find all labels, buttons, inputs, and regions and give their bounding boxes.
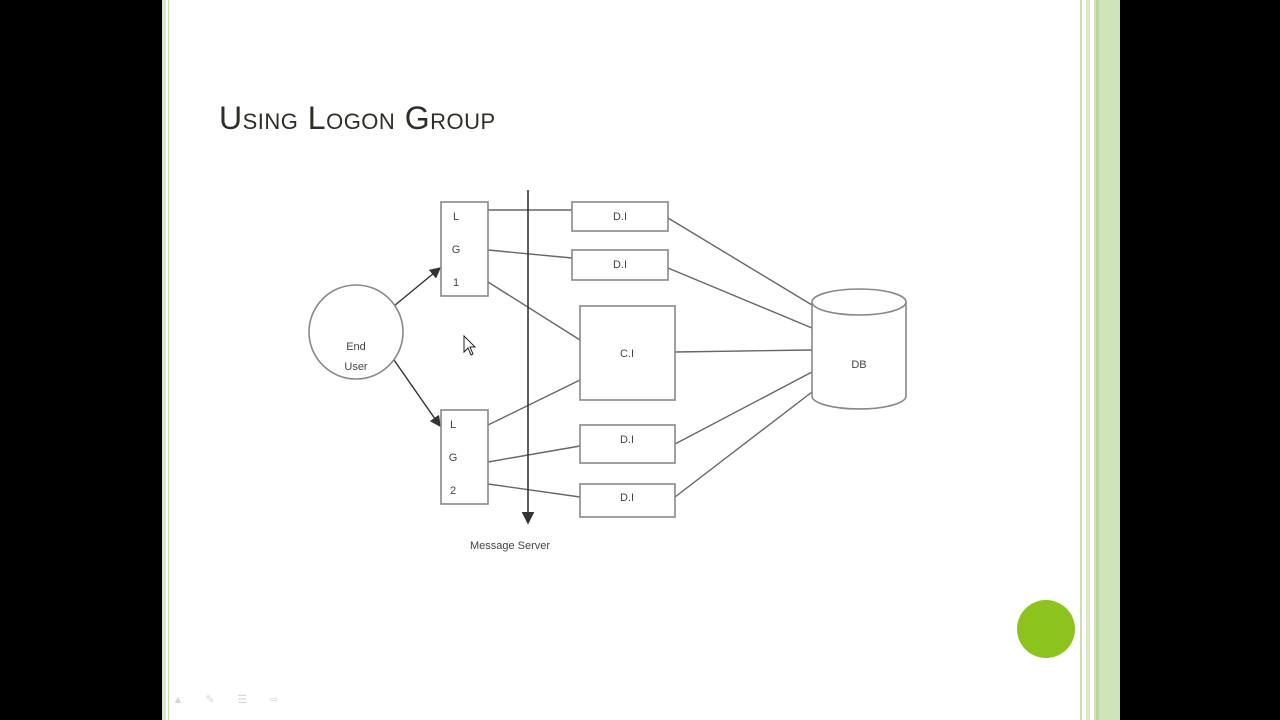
logon-group-2-number: 2 — [450, 485, 456, 497]
connector-di2-db — [667, 267, 813, 329]
logon-group-1-box — [440, 201, 489, 297]
pointer-icon[interactable]: ▲ — [172, 694, 184, 706]
dialog-instance-label: D.I — [620, 434, 634, 446]
logon-group-1-letter-g: G — [452, 244, 461, 256]
database-cylinder — [811, 288, 907, 410]
end-user-to-lg1-arrow — [393, 267, 442, 307]
connector-di4-db — [674, 391, 813, 498]
dialog-instance-box — [579, 424, 676, 464]
central-instance-box — [579, 305, 676, 401]
slide-right-stripe — [1086, 0, 1090, 720]
menu-icon[interactable]: ☰ — [237, 694, 247, 706]
slide-title: Using Logon Group — [219, 100, 496, 136]
connector-lg1-ci — [487, 281, 581, 341]
slide-right-stripe — [1096, 0, 1099, 720]
next-arrow-icon[interactable]: ⇨ — [269, 694, 279, 706]
dialog-instance-box — [571, 249, 669, 281]
presentation-toolbar: ▲ ✎ ☰ ⇨ — [170, 694, 282, 706]
connector-ci-db — [674, 349, 813, 353]
logon-group-2-box — [440, 409, 489, 505]
slide-left-border — [162, 0, 166, 720]
logon-group-2-letter-l: L — [450, 419, 456, 431]
logon-group-2-letter-g: G — [449, 452, 458, 464]
dialog-instance-label: D.I — [613, 259, 627, 271]
connector-lg2-ci — [487, 379, 581, 426]
mouse-pointer-icon — [463, 334, 477, 356]
end-user-to-lg2-arrow — [393, 359, 441, 428]
connector-di1-db — [667, 217, 813, 306]
connector-lg2-di3 — [487, 445, 581, 463]
dialog-instance-box — [571, 201, 669, 232]
end-user-label-line-1: End — [346, 341, 366, 353]
logon-group-diagram: End User L G 1 L G 2 D.I D.I C.I D.I D.I… — [308, 190, 907, 552]
end-user-node — [308, 284, 404, 380]
logon-group-1-number: 1 — [453, 277, 459, 289]
message-server-label: Message Server — [470, 540, 550, 552]
logon-group-1-letter-l: L — [453, 211, 459, 223]
end-user-label-line-2: User — [344, 361, 368, 373]
slide-accent-circle — [1017, 600, 1075, 658]
database-label: DB — [851, 359, 866, 371]
connector-di3-db — [674, 371, 813, 445]
dialog-instance-label: D.I — [620, 492, 634, 504]
dialog-instance-box — [579, 483, 676, 518]
pen-icon[interactable]: ✎ — [205, 694, 215, 706]
connector-lg2-di4 — [487, 483, 581, 498]
central-instance-label: C.I — [620, 348, 634, 360]
slide-left-border-line — [168, 0, 169, 720]
slide-right-stripe — [1080, 0, 1082, 720]
connector-lg1-di2 — [487, 249, 573, 259]
slide: Using Logon Group — [162, 0, 1120, 720]
dialog-instance-label: D.I — [613, 211, 627, 223]
